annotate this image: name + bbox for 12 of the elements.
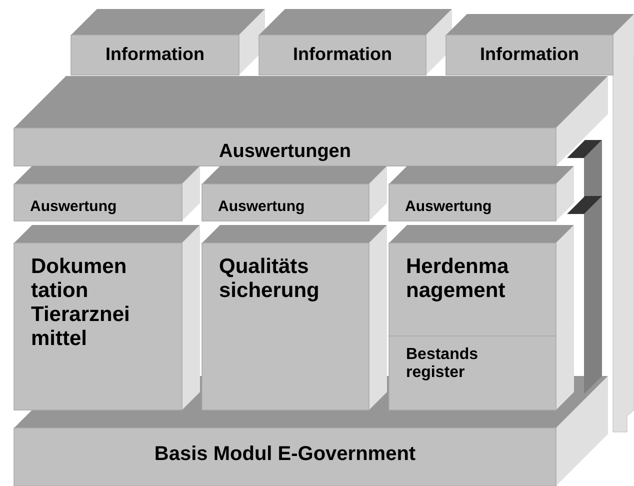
block-label: Information <box>292 44 393 65</box>
block-label: Information <box>104 44 206 65</box>
block-label: Auswertung <box>30 198 118 216</box>
block-label: Information <box>479 44 580 65</box>
block-label: Auswertung <box>405 198 493 216</box>
block-label: Bestands register <box>406 346 480 383</box>
block-label: Auswertung <box>218 198 306 216</box>
block-label: Basis Modul E-Government <box>153 443 417 466</box>
block-label: Auswertungen <box>218 141 352 163</box>
block-label: Dokumen tation Tierarznei mittel <box>31 255 131 352</box>
block-label: Qualitäts sicherung <box>219 255 320 304</box>
block-label: Herdenma nagement <box>406 255 510 304</box>
